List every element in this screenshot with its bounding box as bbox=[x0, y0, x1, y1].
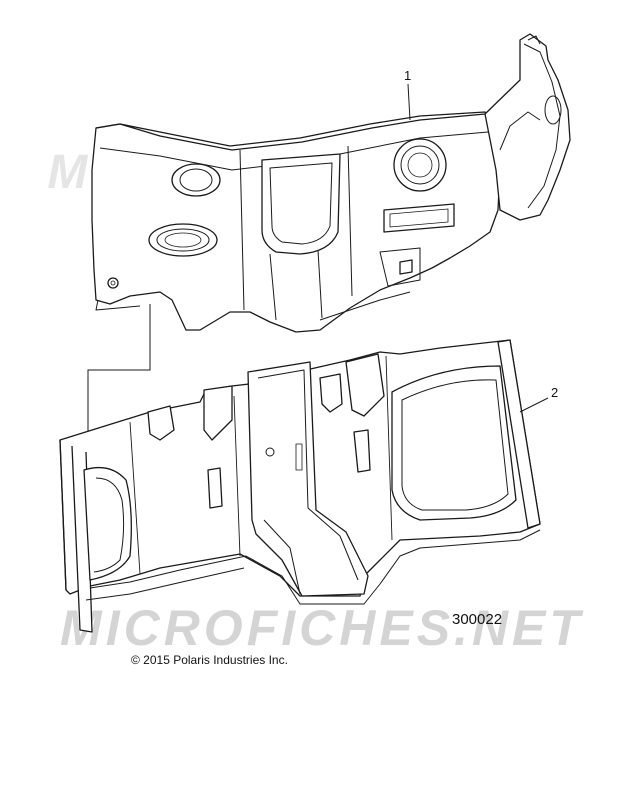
watermark-bottom: MICROFICHES.NET bbox=[60, 600, 584, 656]
dashboard-part bbox=[91, 33, 571, 333]
callout-1: 1 bbox=[404, 68, 411, 83]
floor-panel-part bbox=[59, 339, 541, 633]
figure-number: 300022 bbox=[452, 611, 502, 628]
leader-line-1 bbox=[407, 83, 411, 121]
callout-2: 2 bbox=[551, 385, 558, 400]
leader-line-2 bbox=[519, 397, 549, 413]
connector-line bbox=[87, 304, 151, 446]
copyright-text: © 2015 Polaris Industries Inc. bbox=[131, 653, 288, 667]
